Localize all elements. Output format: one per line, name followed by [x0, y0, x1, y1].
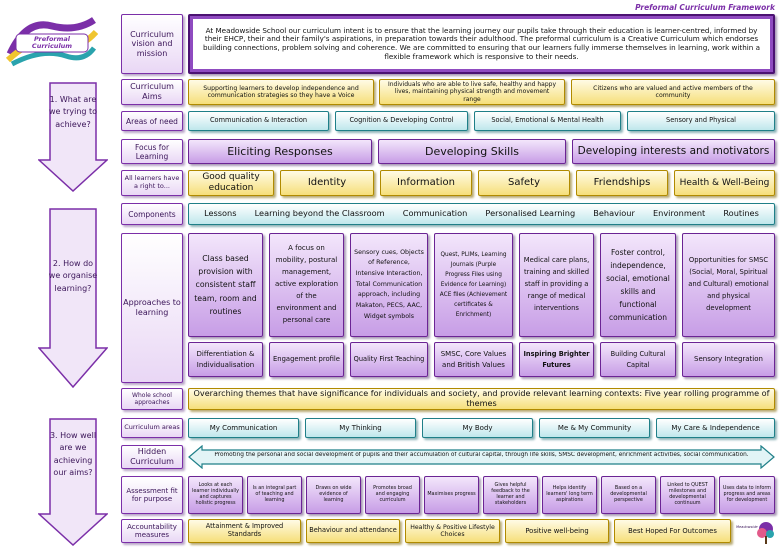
components-bar: Lessons Learning beyond the Classroom Co… — [188, 203, 775, 225]
aim-citizens: Citizens who are valued and active membe… — [571, 79, 775, 105]
component-personalised: Personalised Learning — [485, 208, 576, 219]
right-safety: Safety — [478, 170, 570, 196]
approach-class-based: Class based provision with consistent st… — [188, 233, 263, 337]
row-label-focus: Focus for Learning — [121, 139, 183, 164]
aim-voice: Supporting learners to develop independe… — [188, 79, 374, 105]
approach-mobility: A focus on mobility, postural management… — [269, 233, 344, 337]
row-label-components: Components — [121, 203, 183, 225]
area-thinking: My Thinking — [305, 418, 416, 438]
assessment-item: Uses data to inform progress and areas f… — [719, 476, 775, 514]
right-identity: Identity — [280, 170, 374, 196]
down-arrow-icon — [38, 418, 108, 546]
vision-statement: At Meadowside School our curriculum inte… — [188, 14, 775, 74]
approach-engagement: Engagement profile — [269, 342, 344, 377]
need-communication: Communication & Interaction — [188, 111, 329, 131]
question-achieving: 3. How well are we achieving our aims? — [49, 431, 97, 478]
approach-smsc: Opportunities for SMSC (Social, Moral, S… — [682, 233, 775, 337]
row-label-areas: Curriculum areas — [121, 418, 183, 438]
row-label-rights: All learners have a right to... — [121, 170, 183, 196]
focus-skills: Developing Skills — [378, 139, 566, 164]
assessment-item: Looks at each learner individually and c… — [188, 476, 243, 514]
row-label-aims: Curriculum Aims — [121, 79, 183, 105]
hidden-curriculum-text: Promoting the personal and social develo… — [214, 452, 749, 458]
right-education: Good quality education — [188, 170, 274, 196]
assessment-item: Is an integral part of teaching and lear… — [247, 476, 302, 514]
approach-brighter-futures: Inspiring Brighter Futures — [519, 342, 594, 377]
aim-healthy-lives: Individuals who are able to live safe, h… — [379, 79, 565, 105]
framework-title: Preformal Curriculum Framework — [635, 3, 775, 12]
hidden-curriculum-arrow: Promoting the personal and social develo… — [188, 444, 775, 470]
logo-ribbon-icon — [5, 17, 99, 67]
component-routines: Routines — [723, 208, 759, 219]
component-lessons: Lessons — [204, 208, 237, 219]
row-label-hidden: Hidden Curriculum — [121, 445, 183, 469]
assessment-item: Helps identify learners' long term aspir… — [542, 476, 597, 514]
approach-medical: Medical care plans, training and skilled… — [519, 233, 594, 337]
right-health: Health & Well-Being — [674, 170, 775, 196]
logo-text: Preformal Curriculum — [31, 35, 73, 51]
down-arrow-icon — [38, 208, 108, 388]
question-organise: 2. How do we organise learning? — [48, 259, 98, 293]
need-sensory: Sensory and Physical — [627, 111, 775, 131]
school-logo-text: Meadowside — [736, 525, 758, 529]
logo: Preformal Curriculum — [5, 14, 99, 68]
area-communication: My Communication — [188, 418, 299, 438]
approach-quality-first: Quality First Teaching — [350, 342, 428, 377]
arrow-what: 1. What are we trying to achieve? — [38, 82, 108, 192]
component-beyond-classroom: Learning beyond the Classroom — [254, 208, 385, 219]
component-environment: Environment — [652, 208, 706, 219]
component-behaviour: Behaviour — [593, 208, 635, 219]
row-label-vision: Curriculum vision and mission — [121, 14, 183, 74]
tree-logo-icon — [757, 522, 774, 544]
row-label-accountability: Accountability measures — [121, 519, 183, 543]
row-label-assessment: Assessment fit for purpose — [121, 476, 183, 514]
approach-quest: Quest, PLIMs, Learning Journals (Purple … — [434, 233, 513, 337]
approach-cultural-capital: Building Cultural Capital — [600, 342, 676, 377]
approach-core-values: SMSC, Core Values and British Values — [434, 342, 513, 377]
approach-sensory-cues: Sensory cues, Objects of Reference, Inte… — [350, 233, 428, 337]
approach-differentiation: Differentiation & Individualisation — [188, 342, 263, 377]
assessment-item: Promotes broad and engaging curriculum — [365, 476, 420, 514]
right-information: Information — [380, 170, 472, 196]
area-care-independence: My Care & Independence — [656, 418, 775, 438]
measure-behaviour: Behaviour and attendance — [306, 519, 400, 543]
need-semh: Social, Emotional & Mental Health — [474, 111, 621, 131]
approach-foster-control: Foster control, independence, social, em… — [600, 233, 676, 337]
down-arrow-icon — [38, 82, 108, 192]
school-logo: Meadowside — [736, 517, 776, 547]
component-communication: Communication — [402, 208, 468, 219]
row-label-whole-school: Whole school approaches — [121, 388, 183, 410]
measure-wellbeing: Positive well-being — [505, 519, 609, 543]
assessment-item: Draws on wide evidence of learning — [306, 476, 361, 514]
approach-sensory-integration: Sensory Integration — [682, 342, 775, 377]
row-label-needs: Areas of need — [121, 111, 183, 131]
measure-attainment: Attainment & Improved Standards — [188, 519, 301, 543]
focus-interests: Developing interests and motivators — [572, 139, 775, 164]
assessment-item: Based on a developmental perspective — [601, 476, 656, 514]
assessment-item: Linked to QUEST milestones and developme… — [660, 476, 715, 514]
assessment-item: Gives helpful feedback to the learner an… — [483, 476, 538, 514]
row-label-approaches: Approaches to learning — [121, 233, 183, 383]
area-body: My Body — [422, 418, 533, 438]
measure-outcomes: Best Hoped For Outcomes — [614, 519, 731, 543]
area-community: Me & My Community — [539, 418, 650, 438]
right-friendships: Friendships — [576, 170, 668, 196]
arrow-organise: 2. How do we organise learning? — [38, 208, 108, 388]
measure-lifestyle: Healthy & Positive Lifestyle Choices — [405, 519, 500, 543]
double-arrow-icon — [188, 444, 775, 470]
whole-school-themes: Overarching themes that have significanc… — [188, 388, 775, 410]
need-cognition: Cognition & Developing Control — [335, 111, 468, 131]
focus-eliciting: Eliciting Responses — [188, 139, 372, 164]
arrow-achieving: 3. How well are we achieving our aims? — [38, 418, 108, 546]
assessment-item: Maximises progress — [424, 476, 479, 514]
question-what: 1. What are we trying to achieve? — [48, 95, 98, 129]
